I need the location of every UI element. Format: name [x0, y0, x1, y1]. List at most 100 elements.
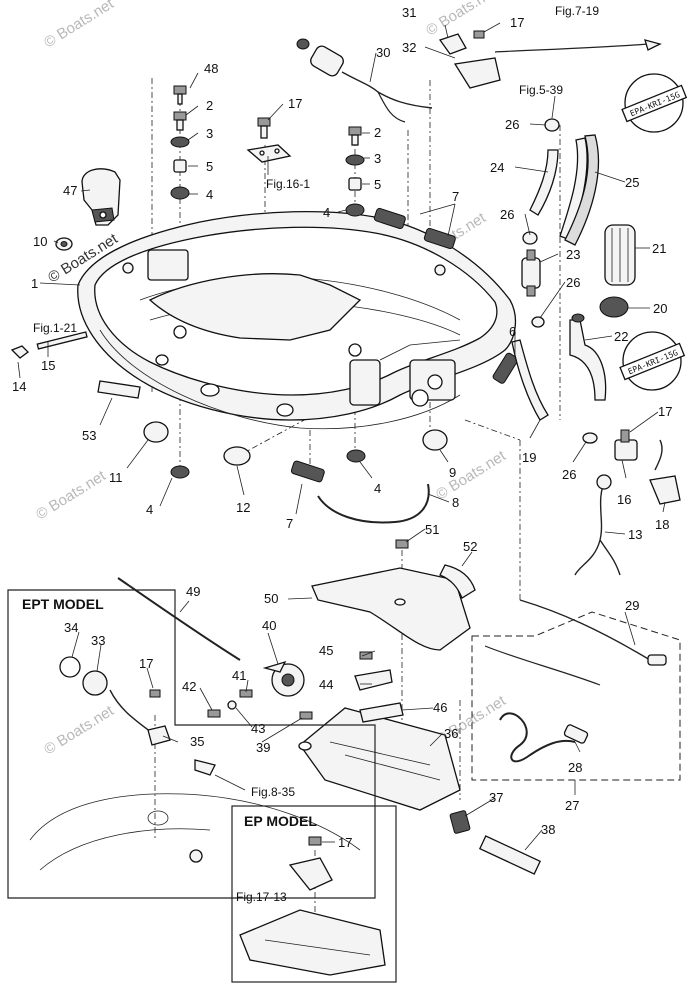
- part-number: 26: [562, 467, 576, 482]
- part-number: 1: [31, 276, 38, 291]
- plate-44: [354, 669, 393, 691]
- cable-29: [519, 599, 651, 661]
- pulley-40: [262, 660, 305, 697]
- part-number: 37: [489, 790, 503, 805]
- part-number: 44: [319, 677, 333, 692]
- part-number: 26: [505, 117, 519, 132]
- part-number: 24: [490, 160, 504, 175]
- kit-27-box: [471, 611, 681, 781]
- part-number: 7: [452, 189, 459, 204]
- part-number: 39: [256, 740, 270, 755]
- figure-reference: Fig.16-1: [266, 177, 310, 191]
- part-number: 22: [614, 329, 628, 344]
- bolt-51: [395, 539, 409, 549]
- part-number: 40: [262, 618, 276, 633]
- clip-31-plate-32: [438, 30, 501, 89]
- part-number: 15: [41, 358, 55, 373]
- handle-base-36: [298, 707, 461, 811]
- part-number: 3: [206, 126, 213, 141]
- clip-26: [531, 316, 545, 328]
- lanyard-28: [499, 712, 576, 763]
- filter-23: [521, 249, 541, 297]
- part-number: 3: [374, 151, 381, 166]
- part-number: 2: [206, 98, 213, 113]
- part-number: 8: [452, 495, 459, 510]
- figure-reference: Fig.8-35: [251, 785, 295, 799]
- part-number: 21: [652, 241, 666, 256]
- harness-13b: [599, 539, 621, 576]
- part-number: 23: [566, 247, 580, 262]
- watermark: © Boats.net: [33, 467, 109, 524]
- watermark: © Boats.net: [41, 0, 117, 51]
- pin-15: [10, 331, 88, 359]
- part-number: 42: [182, 679, 196, 694]
- part-number: 26: [500, 207, 514, 222]
- part-number: 11: [109, 470, 123, 485]
- kit-27-wire: [484, 645, 601, 686]
- watermark: © Boats.net: [41, 702, 117, 759]
- bracket-50: [311, 567, 471, 651]
- part-number: 30: [376, 45, 390, 60]
- lead-30: [296, 38, 433, 123]
- rod-49: [117, 577, 241, 661]
- epa-tag-top: EPA-KRI-15G: [621, 73, 688, 133]
- plug-12: [223, 446, 251, 466]
- part-number: 17: [658, 404, 672, 419]
- harness-13: [574, 477, 607, 576]
- part-number: 49: [186, 584, 200, 599]
- part-number: 12: [236, 500, 250, 515]
- cable-29-end: [647, 654, 667, 666]
- connector-22: [569, 313, 607, 401]
- part-number: 4: [146, 502, 153, 517]
- part-number: 10: [33, 234, 47, 249]
- label-53: [97, 380, 141, 399]
- figure-reference: Fig.1-21: [33, 321, 77, 335]
- grip-37: [449, 810, 471, 834]
- part-number: 19: [522, 450, 536, 465]
- part-number: 5: [374, 177, 381, 192]
- part-number: 4: [206, 187, 213, 202]
- lanyard-clip: [563, 724, 589, 744]
- part-number-labels: 48 2 3 5 4 17 Fig.16-1 2 3 5 4 7 47 10 1…: [12, 4, 672, 904]
- part-number: 4: [374, 481, 381, 496]
- part-number: 7: [286, 516, 293, 531]
- part-number: 9: [449, 465, 456, 480]
- part-number: 2: [374, 125, 381, 140]
- grommet-4-lower-right: [346, 449, 366, 463]
- filter-21: [604, 224, 636, 286]
- part-number: 46: [433, 700, 447, 715]
- part-number: 53: [82, 428, 96, 443]
- part-number: 32: [402, 40, 416, 55]
- part-number: 17: [338, 835, 352, 850]
- bracket-46: [359, 702, 404, 723]
- part-number: 4: [323, 205, 330, 220]
- epa-tag-bottom: EPA-KRI-15G: [619, 331, 686, 391]
- part-number: 34: [64, 620, 78, 635]
- part-number: 50: [264, 591, 278, 606]
- ep-model-title: EP MODEL: [244, 813, 317, 829]
- part-number: 29: [625, 598, 639, 613]
- plug-9: [422, 429, 448, 451]
- hose-19: [511, 339, 549, 421]
- plug-11: [143, 421, 169, 443]
- part-number: 13: [628, 527, 642, 542]
- bottom-cowling: [77, 210, 517, 430]
- part-number: 20: [653, 301, 667, 316]
- part-number: 33: [91, 633, 105, 648]
- part-number: 17: [510, 15, 524, 30]
- watermark: © Boats.net: [423, 0, 499, 39]
- part-number: 52: [463, 539, 477, 554]
- grommet-10: [55, 237, 73, 251]
- seals-7: [290, 207, 519, 483]
- watermark: © Boats.net: [433, 447, 509, 504]
- grommet-20: [599, 296, 629, 318]
- part-number: 48: [204, 61, 218, 76]
- tube-38: [478, 835, 542, 875]
- part-number: 16: [617, 492, 631, 507]
- grommet-4-lower-left: [170, 465, 190, 479]
- ept-model-title: EPT MODEL: [22, 596, 104, 612]
- part-number: 18: [655, 517, 669, 532]
- part-number: 41: [232, 668, 246, 683]
